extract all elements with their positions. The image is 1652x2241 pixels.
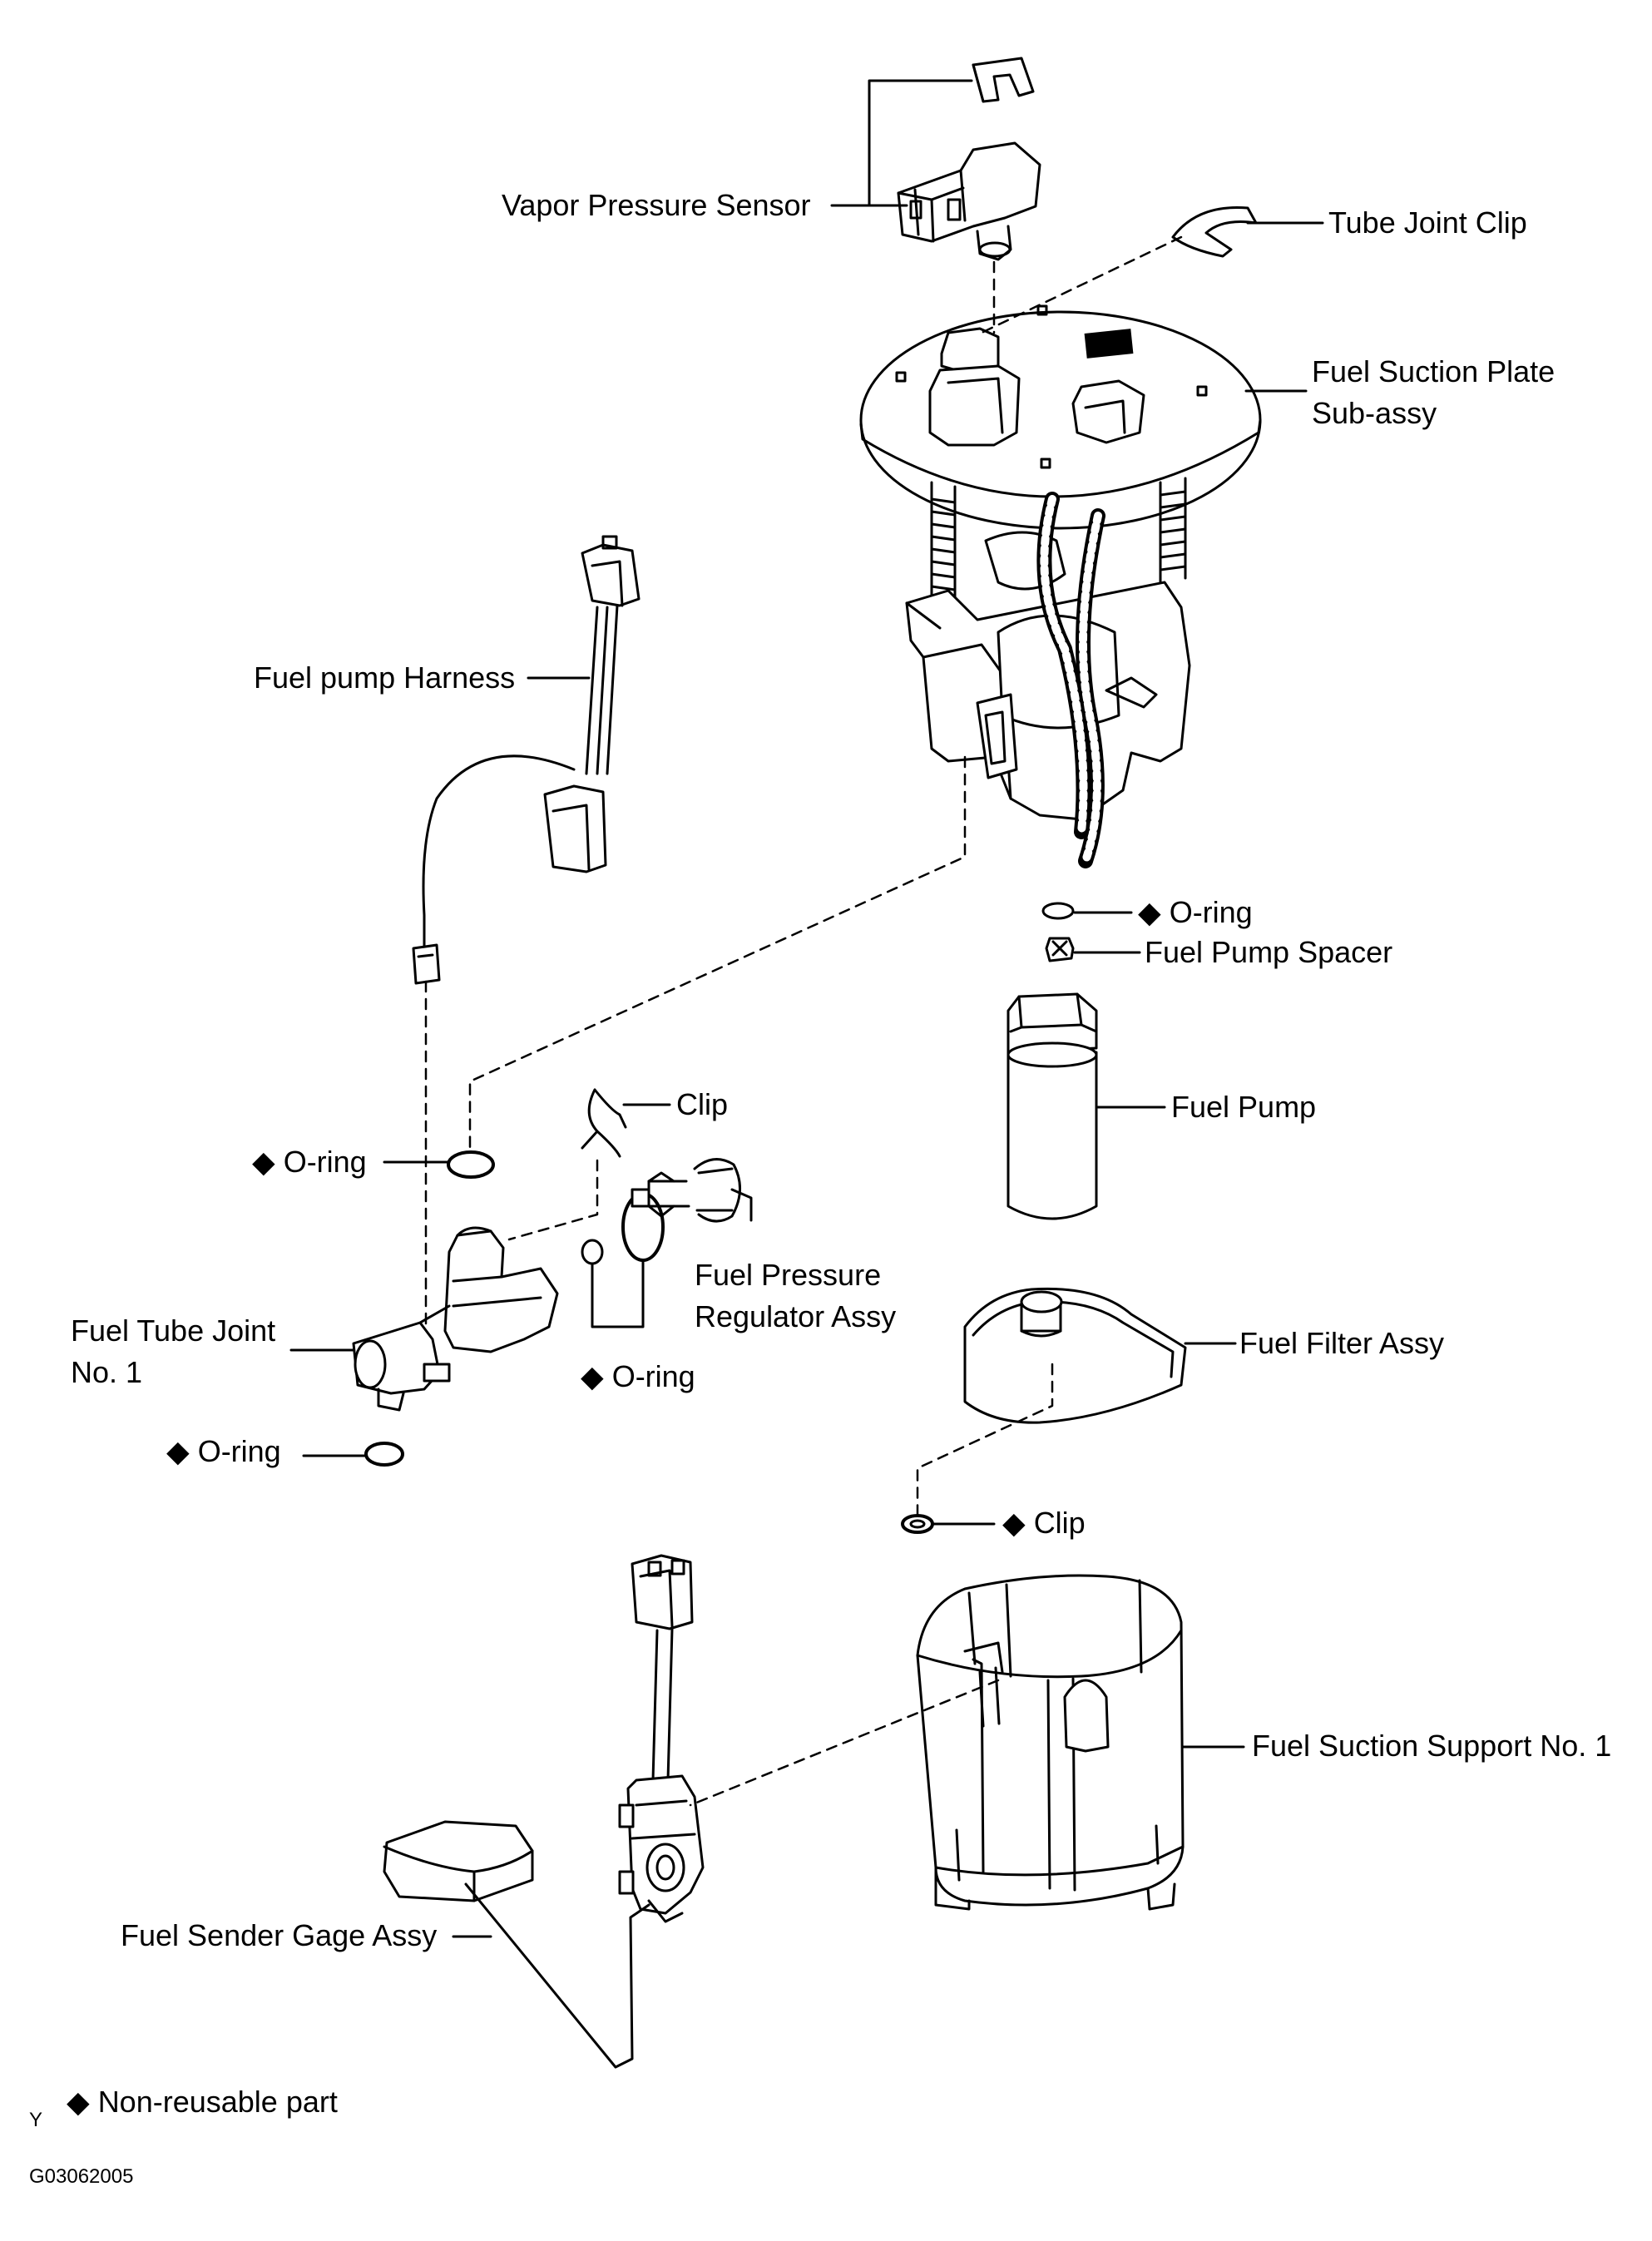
leader-lines (289, 79, 1324, 1938)
fuel-pressure-regulator-part (631, 1158, 742, 1223)
label-fuel-tube-joint-line2: No. 1 (71, 1355, 143, 1389)
label-clip-right: ◆ Clip (1002, 1506, 1086, 1540)
label-o-ring-left: ◆ O-ring (252, 1145, 367, 1179)
tube-joint-clip-part (1171, 205, 1258, 258)
label-fuel-pump: Fuel Pump (1171, 1090, 1317, 1124)
o-ring-top-part (1041, 902, 1075, 920)
label-fuel-pump-harness: Fuel pump Harness (254, 660, 516, 695)
label-o-ring-bottom-left: ◆ O-ring (166, 1434, 281, 1468)
label-vapor-pressure-sensor: Vapor Pressure Sensor (502, 188, 811, 222)
pump-bracket-assembly (905, 477, 1191, 868)
label-fuel-pump-spacer: Fuel Pump Spacer (1145, 935, 1393, 969)
sensor-clip-part (972, 57, 1035, 103)
fuel-sender-gage-part (383, 1554, 705, 2069)
label-o-ring-center: ◆ O-ring (581, 1359, 695, 1393)
figure-code: G03062005 (29, 2165, 134, 2188)
fuel-pump-spacer-part (1045, 937, 1075, 962)
o-ring-left-part (447, 1150, 495, 1179)
legend-y-mark: Y (29, 2109, 43, 2131)
o-ring-bottom-left-part (364, 1442, 404, 1467)
fuel-pump-part (1007, 992, 1098, 1220)
label-fuel-pressure-regulator-line2: Regulator Assy (695, 1299, 897, 1333)
fuel-tube-joint-part (352, 1226, 559, 1412)
label-fuel-pressure-regulator-line1: Fuel Pressure (695, 1258, 882, 1292)
label-fuel-suction-plate-line1: Fuel Suction Plate (1312, 354, 1556, 388)
label-tube-joint-clip: Tube Joint Clip (1328, 205, 1527, 240)
vapor-pressure-sensor-part (897, 141, 1041, 261)
label-fuel-sender-gage: Fuel Sender Gage Assy (121, 1918, 438, 1952)
label-fuel-tube-joint-line1: Fuel Tube Joint (71, 1313, 276, 1348)
fuel-pump-harness-part (412, 535, 641, 985)
label-clip-left: Clip (676, 1087, 729, 1121)
fuel-suction-plate-part (859, 304, 1262, 530)
clip-right-part (901, 1514, 934, 1534)
fuel-filter-part (963, 1287, 1187, 1424)
o-ring-small-part (581, 1239, 604, 1265)
clip-left-part (581, 1088, 627, 1158)
label-o-ring-top: ◆ O-ring (1138, 895, 1253, 929)
label-fuel-suction-plate-line2: Sub-assy (1312, 396, 1437, 430)
fuel-suction-support-part (916, 1574, 1185, 1911)
label-fuel-filter-assy: Fuel Filter Assy (1239, 1326, 1445, 1360)
alignment-lines (424, 235, 1183, 1807)
legend-non-reusable: ◆ Non-reusable part (67, 2085, 338, 2119)
label-fuel-suction-support: Fuel Suction Support No. 1 (1252, 1729, 1612, 1763)
